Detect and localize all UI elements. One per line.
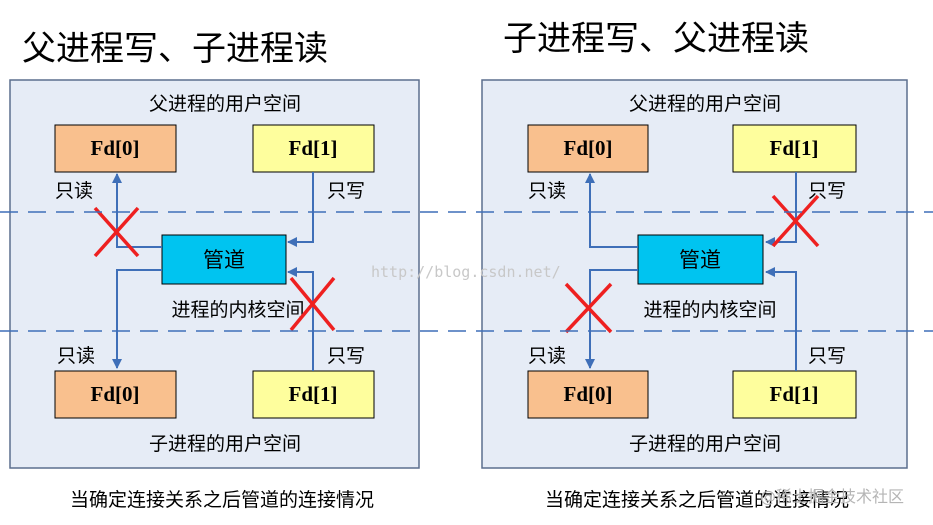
left-cross-top-read: [93, 206, 140, 258]
left-top-user-space-label: 父进程的用户空间: [149, 93, 301, 115]
left-title: 父进程写、子进程读: [22, 29, 328, 69]
left-arrow-bottom-fd1-to-pipe: [287, 267, 314, 371]
right-arrow-bottom-fd1-to-pipe: [765, 267, 797, 371]
right-bottom-read-label: 只读: [528, 345, 566, 367]
right-top-user-space-label: 父进程的用户空间: [629, 93, 781, 115]
watermark-brand: @稀土掘金技术社区: [760, 487, 904, 506]
right-top-fd1-box: [732, 124, 857, 173]
right-cross-top-write: [771, 194, 820, 248]
left-bottom-fd1-label: Fd[1]: [289, 382, 338, 406]
right-bottom-fd1-label: Fd[1]: [770, 382, 819, 406]
right-top-fd0-label: Fd[0]: [564, 136, 613, 160]
right-top-fd0-box: [527, 124, 649, 173]
right-arrow-pipe-to-top-fd0: [585, 173, 638, 248]
left-top-fd0-label: Fd[0]: [91, 136, 140, 160]
left-arrow-top-fd1-to-pipe: [287, 172, 314, 247]
left-bottom-read-label: 只读: [57, 345, 95, 367]
right-kernel-space-label: 进程的内核空间: [643, 299, 776, 321]
left-bottom-fd0-label: Fd[0]: [91, 382, 140, 406]
right-caption: 当确定连接关系之后管道的连接情况: [545, 489, 849, 511]
right-panel: 子进程写、父进程读 父进程的用户空间 Fd[0] Fd[1] 只读 只写 管道 …: [481, 19, 908, 511]
right-title: 子进程写、父进程读: [503, 19, 809, 59]
left-arrow-pipe-to-top-fd0: [112, 173, 162, 248]
left-bottom-fd0-box: [54, 370, 177, 419]
left-bottom-user-space-label: 子进程的用户空间: [149, 433, 301, 455]
watermark-url: http://blog.csdn.net/: [371, 263, 561, 281]
left-arrow-pipe-to-bottom-fd0: [112, 269, 162, 369]
right-top-read-label: 只读: [528, 180, 566, 202]
left-top-read-label: 只读: [55, 180, 93, 202]
left-pipe-label: 管道: [203, 248, 245, 272]
left-top-write-label: 只写: [327, 180, 365, 202]
right-cross-bottom-read: [564, 282, 613, 334]
left-top-fd1-box: [252, 124, 375, 173]
right-bottom-fd0-box: [527, 370, 649, 419]
right-pipe-box: [637, 234, 764, 285]
right-bottom-user-space-label: 子进程的用户空间: [629, 433, 781, 455]
right-pipe-label: 管道: [679, 248, 721, 272]
right-bottom-fd0-label: Fd[0]: [564, 382, 613, 406]
left-cross-bottom-write: [289, 276, 336, 332]
right-bottom-fd1-box: [732, 370, 857, 419]
left-caption: 当确定连接关系之后管道的连接情况: [70, 489, 374, 511]
left-pipe-box: [161, 234, 287, 285]
left-bottom-fd1-box: [252, 370, 375, 419]
right-arrow-pipe-to-bottom-fd0: [585, 269, 638, 369]
right-bottom-write-label: 只写: [808, 345, 846, 367]
left-panel: 父进程写、子进程读 父进程的用户空间 Fd[0] Fd[1] 只读 只写 管道 …: [9, 29, 420, 511]
left-bottom-write-label: 只写: [327, 345, 365, 367]
right-top-fd1-label: Fd[1]: [770, 136, 819, 160]
left-top-fd1-label: Fd[1]: [289, 136, 338, 160]
left-top-fd0-box: [54, 124, 177, 173]
left-kernel-space-label: 进程的内核空间: [171, 299, 304, 321]
